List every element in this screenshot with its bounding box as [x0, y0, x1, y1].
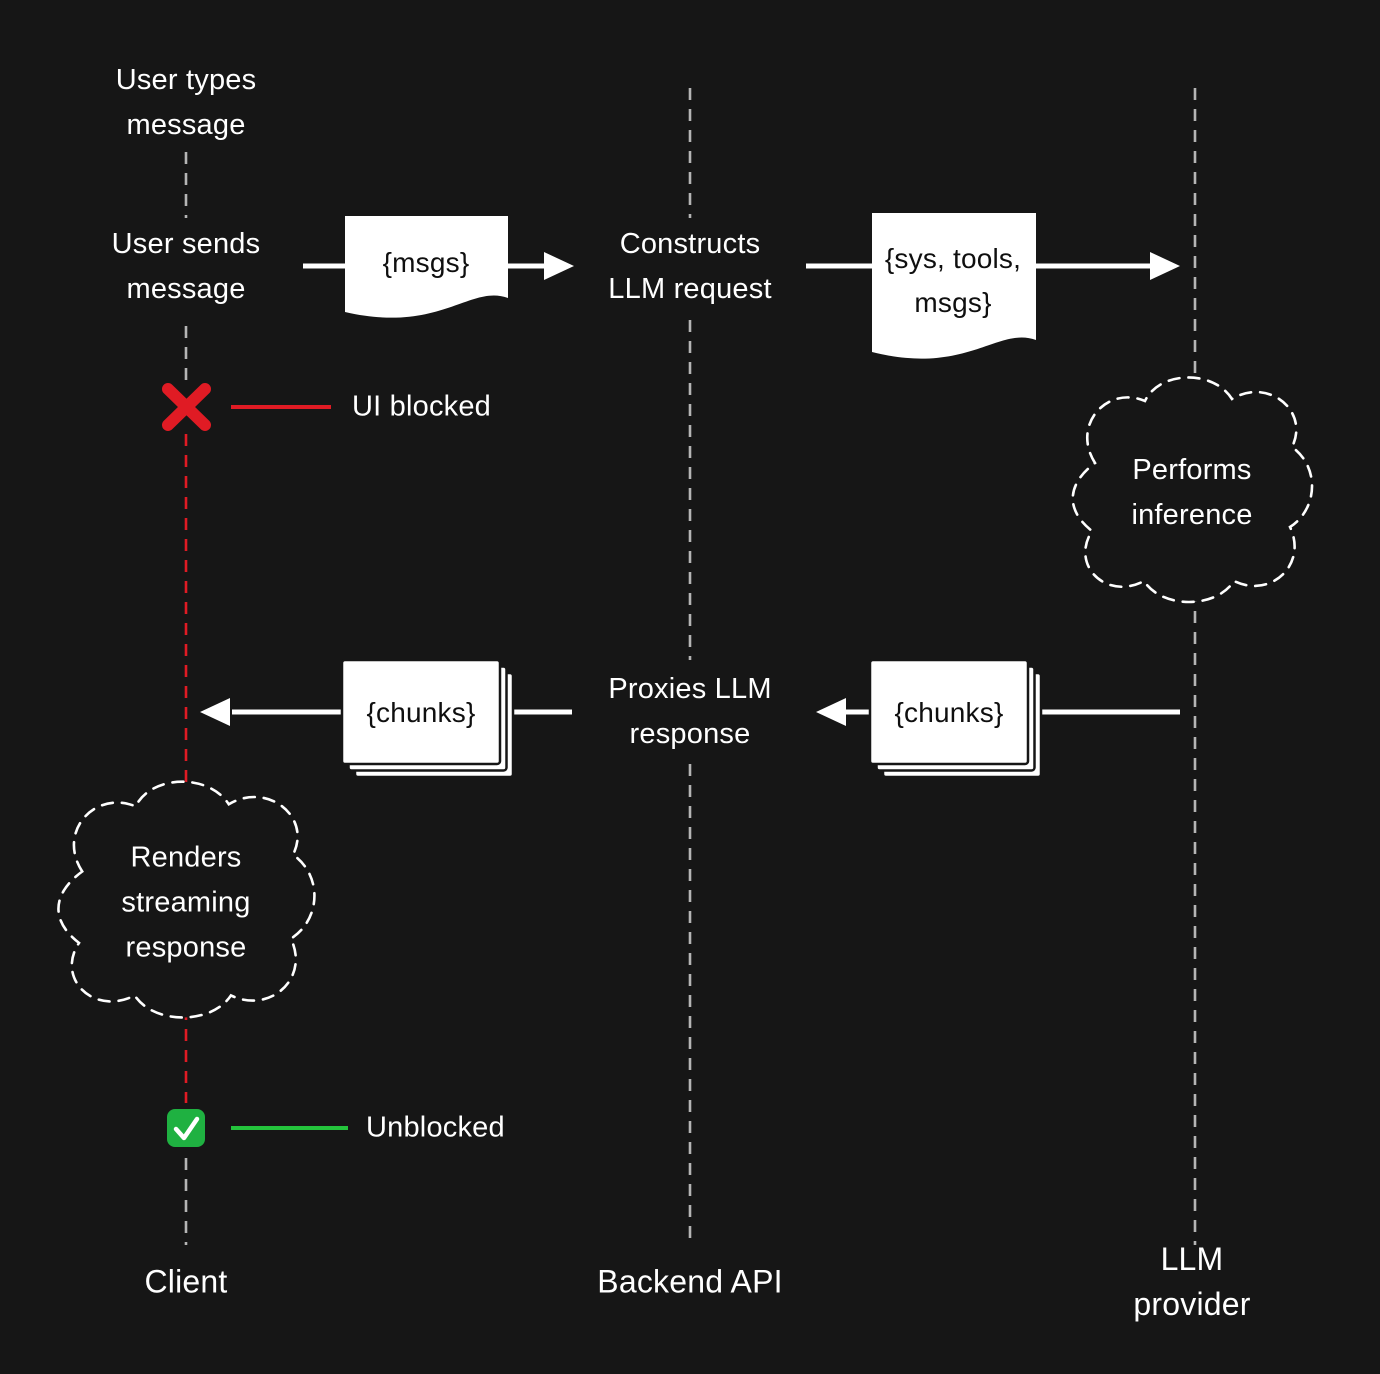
document-chunks-left-label: {chunks}: [366, 697, 476, 728]
unblocked-label: Unblocked: [366, 1111, 505, 1144]
document-chunks-left-shape: [340, 658, 515, 779]
document-sys-tools-msgs-label: {sys, tools, msgs}: [884, 243, 1022, 318]
document-sys-tools-msgs-shape: [872, 213, 1036, 359]
note-user-types-message: User types message: [115, 64, 257, 141]
cloud-renders-shape: [58, 782, 314, 1018]
document-chunks-right-label: {chunks}: [894, 697, 1004, 728]
lane-label-backend-api: Backend API: [597, 1263, 783, 1300]
blocked-x-icon: [162, 383, 211, 431]
document-chunks-right-shape: [868, 658, 1043, 779]
cloud-renders-label: Renders streaming response: [121, 841, 251, 964]
lane-label-client: Client: [144, 1263, 228, 1300]
note-user-sends-message: User sends message: [111, 228, 261, 305]
lane-label-llm-provider: LLM provider: [1133, 1241, 1251, 1322]
cloud-inference-label: Performs inference: [1131, 454, 1253, 531]
note-proxies-llm-response: Proxies LLM response: [608, 673, 772, 750]
blocked-label: UI blocked: [352, 390, 492, 423]
document-msgs-label: {msgs}: [382, 247, 470, 278]
unblocked-check-icon: [167, 1109, 205, 1147]
cloud-inference-shape: [1073, 377, 1312, 602]
document-msgs-shape: [345, 216, 508, 318]
note-constructs-llm-request: Constructs LLM request: [608, 228, 772, 305]
